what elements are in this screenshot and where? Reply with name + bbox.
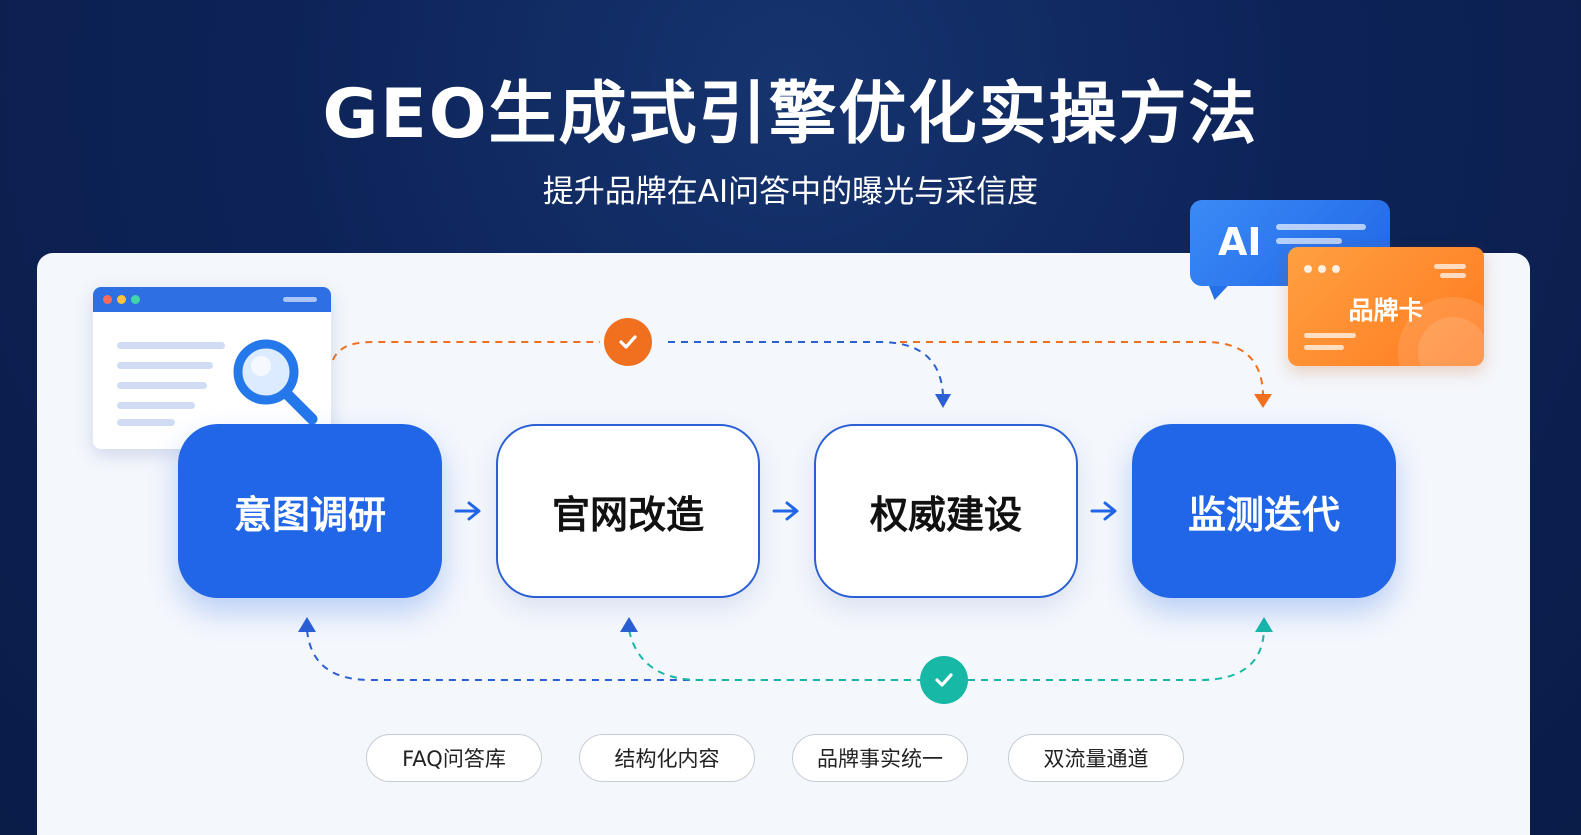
- step-website-revamp: 官网改造: [496, 424, 760, 598]
- window-dot-icon: [1318, 265, 1326, 273]
- arrow-right-icon: [772, 501, 799, 521]
- page-subtitle: 提升品牌在AI问答中的曝光与采信度: [542, 174, 1039, 210]
- tag-dual-traffic: 双流量通道: [1008, 734, 1184, 782]
- window-dot-icon: [1332, 265, 1340, 273]
- brand-card-illustration: 品牌卡: [1288, 247, 1484, 366]
- step-intent-research: 意图调研: [178, 424, 442, 598]
- check-icon: [604, 318, 652, 366]
- window-dot-icon: [103, 295, 112, 304]
- tag-faq-library: FAQ问答库: [366, 734, 542, 782]
- window-dot-icon: [117, 295, 126, 304]
- browser-search-illustration: [93, 287, 331, 449]
- step-monitoring-iteration: 监测迭代: [1132, 424, 1396, 598]
- magnifier-icon: [233, 339, 318, 425]
- ai-label: AI: [1218, 220, 1262, 264]
- page-title: GEO生成式引擎优化实操方法: [322, 75, 1259, 154]
- arrow-right-icon: [1090, 501, 1117, 521]
- text-line: [1276, 238, 1342, 244]
- tag-brand-facts: 品牌事实统一: [792, 734, 968, 782]
- browser-title-bar: [93, 287, 331, 312]
- window-dot-icon: [131, 295, 140, 304]
- text-line: [117, 342, 225, 349]
- text-line: [117, 382, 207, 389]
- step-authority-building: 权威建设: [814, 424, 1078, 598]
- brand-card-label: 品牌卡: [1348, 296, 1424, 325]
- arrow-right-icon: [454, 501, 481, 521]
- check-icon: [920, 656, 968, 704]
- tag-structured-content: 结构化内容: [579, 734, 755, 782]
- window-dot-icon: [1304, 265, 1312, 273]
- text-line: [117, 419, 175, 426]
- text-line: [117, 362, 213, 369]
- text-line: [117, 402, 195, 409]
- text-line: [1276, 224, 1366, 230]
